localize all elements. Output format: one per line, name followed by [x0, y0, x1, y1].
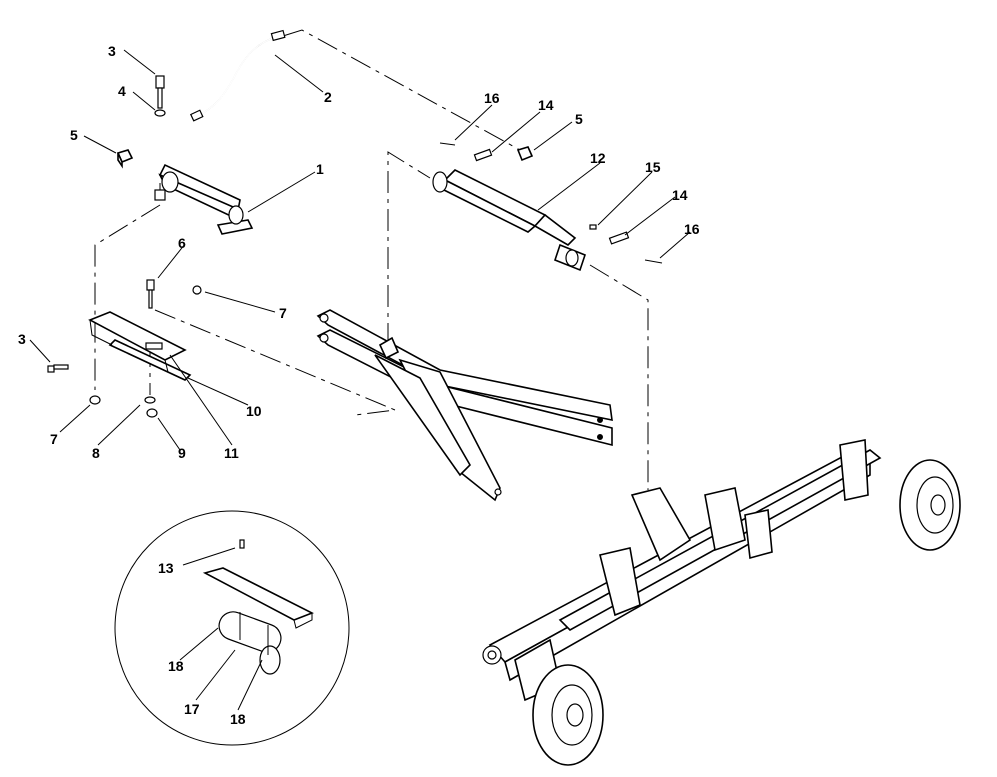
callout-10: 10	[246, 403, 262, 419]
hydraulic-hose	[189, 29, 286, 122]
cylinder-assembly-1	[154, 163, 254, 235]
wheel-left	[532, 664, 604, 766]
grease-fitting-15	[589, 224, 597, 230]
callout-8: 8	[92, 445, 100, 461]
axle-frame	[482, 439, 882, 702]
bolt-3-lower	[47, 364, 69, 373]
callout-13: 13	[158, 560, 174, 576]
callout-18-bottom: 18	[230, 711, 246, 727]
callout-14-upper: 14	[538, 97, 554, 113]
callout-11: 11	[224, 445, 239, 461]
callout-3-upper: 3	[108, 43, 116, 59]
callout-16-lower: 16	[684, 221, 700, 237]
nut-9	[146, 408, 158, 418]
callout-15: 15	[645, 159, 661, 175]
callout-18-left: 18	[168, 658, 184, 674]
block-5-left	[116, 149, 134, 169]
wheel-right	[899, 459, 961, 551]
callout-1: 1	[316, 161, 324, 177]
assembly-lines	[94, 29, 649, 490]
leader-lines	[29, 49, 691, 711]
nut-7-upper	[192, 285, 202, 295]
callout-12: 12	[590, 150, 606, 166]
nut-7-lower	[89, 395, 101, 405]
callout-5-left: 5	[70, 127, 78, 143]
callout-7-upper: 7	[279, 305, 287, 321]
bracket-10	[88, 311, 192, 381]
callout-7-lower: 7	[50, 431, 58, 447]
callout-4: 4	[118, 83, 126, 99]
callout-5-right: 5	[575, 111, 583, 127]
bolt-6	[146, 279, 155, 309]
callout-6: 6	[178, 235, 186, 251]
cotter-pin-16-upper	[439, 142, 456, 146]
callout-9: 9	[178, 445, 186, 461]
pin-14-upper	[473, 148, 493, 162]
washer-4	[154, 109, 166, 117]
callout-16-upper: 16	[484, 90, 500, 106]
hitch-frame	[316, 309, 613, 502]
bolt-3-upper	[155, 75, 165, 109]
callout-14-lower: 14	[672, 187, 688, 203]
block-5-right	[516, 146, 534, 162]
washer-8	[144, 396, 156, 404]
detail-inset	[114, 510, 350, 746]
callout-labels: 3 4 5 2 1 6 7 3 7 8 9 10 11 16 14 5 12 1…	[18, 43, 700, 727]
callout-2: 2	[324, 89, 332, 105]
hydraulic-cylinder-12	[432, 169, 586, 272]
cotter-pin-16-lower	[644, 259, 663, 264]
callout-3-lower: 3	[18, 331, 26, 347]
callout-17: 17	[184, 701, 200, 717]
pin-14-lower	[608, 231, 630, 245]
